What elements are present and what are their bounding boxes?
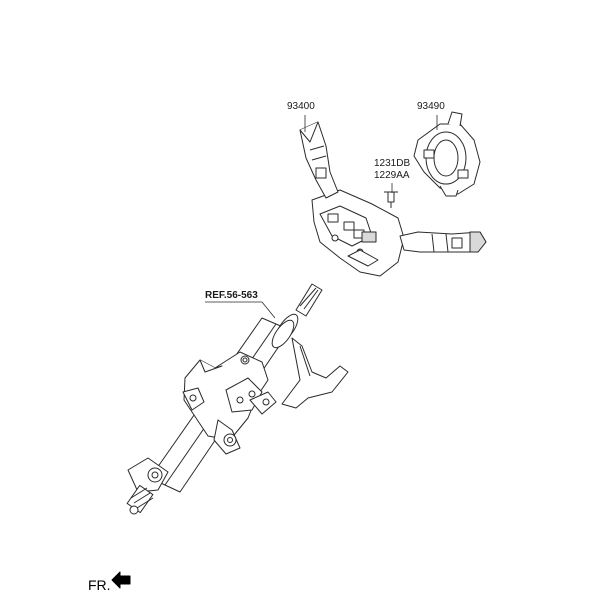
right-stalk — [399, 231, 487, 253]
front-direction-label: FR. — [88, 577, 111, 593]
part-label-1229AA: 1229AA — [374, 170, 410, 181]
leader-lines — [205, 115, 438, 319]
front-arrow-icon — [111, 571, 131, 589]
clock-spring — [413, 111, 481, 197]
reference-label: REF.56-563 — [205, 290, 258, 301]
part-label-1231DB: 1231DB — [374, 158, 411, 169]
column-mounting-bracket — [182, 351, 277, 455]
screw — [384, 191, 398, 208]
tilt-lever — [281, 337, 349, 409]
part-label-93400: 93400 — [287, 101, 315, 112]
leader-ref — [205, 301, 276, 319]
combination-switch — [311, 189, 405, 277]
part-label-93490: 93490 — [417, 101, 445, 112]
left-stalk — [299, 121, 339, 199]
